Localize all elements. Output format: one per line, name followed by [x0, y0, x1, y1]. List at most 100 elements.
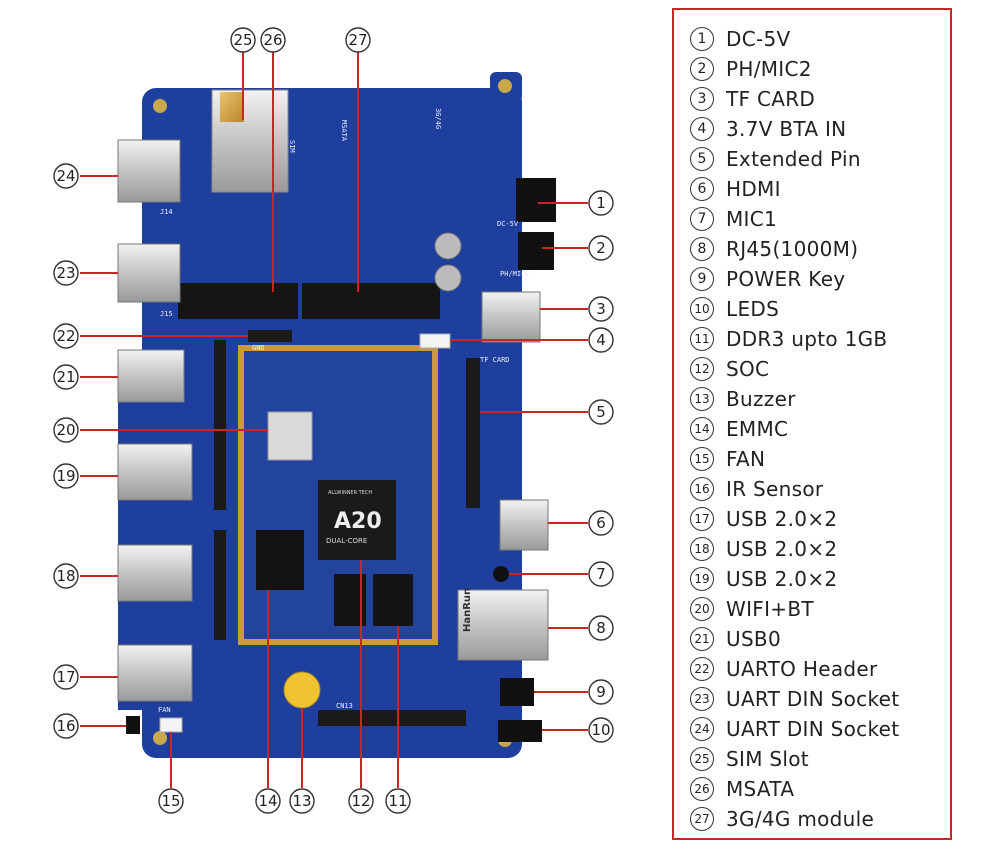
legend-label: DDR3 upto 1GB [726, 327, 888, 351]
legend-label: Buzzer [726, 387, 796, 411]
legend-label: SIM Slot [726, 747, 809, 771]
uart-din-socket-23 [117, 243, 181, 303]
silk-msata: MSATA [340, 120, 348, 142]
uart0-header [248, 330, 292, 342]
legend-num: 17 [690, 507, 714, 531]
callout-21: 21 [56, 368, 75, 386]
wifi-bt-module [267, 411, 313, 461]
hdmi-port [499, 499, 549, 551]
legend-item-20: 20 WIFI+BT [690, 594, 814, 624]
callout-3: 3 [596, 300, 606, 318]
callout-27: 27 [348, 31, 367, 49]
callout-25: 25 [233, 31, 252, 49]
legend-num: 10 [690, 297, 714, 321]
silk-tfcard: TF CARD [480, 356, 510, 364]
buzzer [283, 671, 321, 709]
msata-slot [178, 283, 298, 319]
legend-item-9: 9 POWER Key [690, 264, 845, 294]
legend-label: LEDS [726, 297, 780, 321]
callout-24: 24 [56, 167, 75, 185]
legend-label: TF CARD [726, 87, 816, 111]
dc-5v-jack [516, 178, 556, 222]
usb-port-18 [117, 544, 193, 602]
legend-label: DC-5V [726, 27, 791, 51]
legend-label: FAN [726, 447, 766, 471]
callout-lines-top [242, 52, 359, 292]
legend-item-26: 26 MSATA [690, 774, 794, 804]
callout-lines-right [450, 202, 588, 731]
legend-label: MSATA [726, 777, 795, 801]
legend-item-10: 10 LEDS [690, 294, 779, 324]
legend-label: 3.7V BTA IN [726, 117, 847, 141]
callout-20: 20 [56, 421, 75, 439]
ir-sensor [126, 716, 140, 734]
module-slot-3g4g [302, 283, 440, 319]
rj45-brand: HanRun [462, 588, 473, 632]
soc-chip: ALLWINNER TECH A20 DUAL-CORE [318, 480, 396, 560]
legend-num: 23 [690, 687, 714, 711]
callout-22: 22 [56, 327, 75, 345]
legend-num: 21 [690, 627, 714, 651]
legend-num: 20 [690, 597, 714, 621]
legend-label: EMMC [726, 417, 789, 441]
callout-26: 26 [263, 31, 282, 49]
battery-connector [419, 333, 451, 349]
legend-num: 2 [690, 57, 714, 81]
callout-19: 19 [56, 467, 75, 485]
legend-label: SOC [726, 357, 770, 381]
legend-item-11: 11 DDR3 upto 1GB [690, 324, 887, 354]
callout-16: 16 [56, 717, 75, 735]
silk-gnd: GND [252, 344, 265, 352]
usb-port-17 [117, 644, 193, 702]
legend-num: 26 [690, 777, 714, 801]
legend-label: UART DIN Socket [726, 687, 900, 711]
callout-17: 17 [56, 668, 75, 686]
silk-j15: J15 [160, 310, 173, 318]
legend-label: USB 2.0×2 [726, 507, 838, 531]
legend-label: USB 2.0×2 [726, 567, 838, 591]
legend-label: WIFI+BT [726, 597, 814, 621]
legend-num: 8 [690, 237, 714, 261]
usb-port-19 [117, 443, 193, 501]
legend-num: 16 [690, 477, 714, 501]
legend-num: 18 [690, 537, 714, 561]
soc-chip-text: A20 [334, 509, 382, 534]
callout-12: 12 [351, 792, 370, 810]
legend-num: 27 [690, 807, 714, 831]
legend-label: MIC1 [726, 207, 778, 231]
legend-label: IR Sensor [726, 477, 824, 501]
callout-circles [53, 27, 614, 814]
callout-9: 9 [596, 683, 606, 701]
callout-7: 7 [596, 565, 606, 583]
legend-num: 12 [690, 357, 714, 381]
callout-1: 1 [596, 194, 606, 212]
legend-label: Extended Pin [726, 147, 861, 171]
legend-label: RJ45(1000M) [726, 237, 859, 261]
callout-2: 2 [596, 239, 606, 257]
legend-label: POWER Key [726, 267, 846, 291]
soc-chip-subtext: DUAL-CORE [326, 537, 367, 545]
leds [498, 720, 542, 742]
legend-num: 22 [690, 657, 714, 681]
legend-num: 15 [690, 447, 714, 471]
silk-j14: J14 [160, 208, 173, 216]
ddr3-chip-2 [373, 574, 413, 626]
legend-num: 11 [690, 327, 714, 351]
legend-label: 3G/4G module [726, 807, 875, 831]
callout-15: 15 [161, 792, 180, 810]
silk-dc5v: DC-5V [497, 220, 519, 228]
callout-13: 13 [292, 792, 311, 810]
callout-6: 6 [596, 514, 606, 532]
legend-item-27: 27 3G/4G module [690, 804, 874, 834]
emmc-chip [256, 530, 304, 590]
legend-num: 9 [690, 267, 714, 291]
